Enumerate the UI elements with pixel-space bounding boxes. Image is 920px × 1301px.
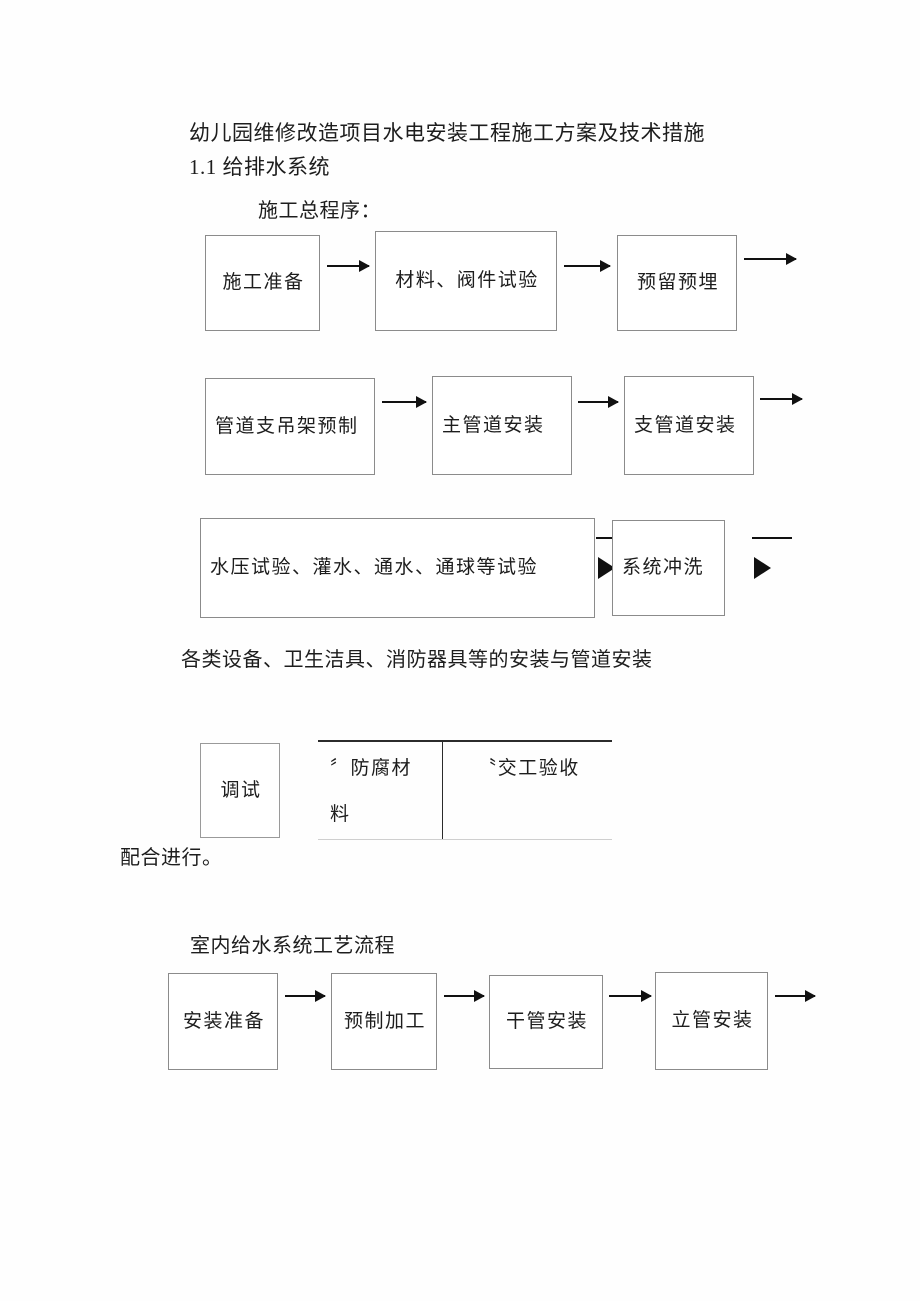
- flow-box-label: 安装准备: [182, 1010, 265, 1032]
- document-title: 幼儿园维修改造项目水电安装工程施工方案及技术措施: [189, 121, 705, 145]
- flow-box-anzhuang-zhunbei[interactable]: 安装准备: [168, 973, 278, 1070]
- flow-box-guandao-zhidiaojia-yuzhi[interactable]: 管道支吊架预制: [205, 378, 375, 475]
- arrow-head: [754, 557, 771, 579]
- annex-table-cell-handover[interactable]: 〝交工验收: [477, 758, 580, 779]
- note-equipment-installation: 各类设备、卫生洁具、消防器具等的安装与管道安装: [181, 649, 653, 671]
- arrow-right-icon: [285, 990, 326, 1002]
- flow-box-zhi-guandao-anzhuang[interactable]: 支管道安装: [624, 376, 754, 475]
- procedure-heading: 施工总程序：: [258, 200, 381, 222]
- flow-box-label: 预留预埋: [636, 272, 719, 293]
- indoor-water-flow-heading: 室内给水系统工艺流程: [190, 935, 395, 957]
- flow-box-label: 预制加工: [343, 1010, 426, 1032]
- flow-box-cailiao-famen-shiyan[interactable]: 材料、阀件试验: [375, 231, 557, 331]
- flow-box-xitong-chongxi[interactable]: 系统冲洗: [612, 520, 725, 616]
- annex-table-cell-anticorrosion[interactable]: 〞防腐材料: [318, 742, 443, 839]
- arrow-right-icon: [327, 260, 370, 272]
- flow-box-label: 调试: [220, 779, 262, 801]
- arrow-right-icon: [744, 253, 797, 265]
- arrow-right-icon: [382, 396, 427, 408]
- flow-box-tiaoshi[interactable]: 调试: [200, 743, 280, 838]
- arrow-right-triangle-icon: [752, 537, 792, 583]
- flow-box-label: 水压试验、灌水、通水、通球等试验: [210, 557, 539, 578]
- arrow-head: [598, 557, 615, 579]
- flow-box-label: 施工准备: [222, 272, 305, 293]
- arrow-right-icon: [444, 990, 485, 1002]
- flow-box-guguan-anzhuang[interactable]: 干管安装: [489, 975, 603, 1069]
- arrow-right-icon: [609, 990, 652, 1002]
- flow-box-yuliu-yumai[interactable]: 预留预埋: [617, 235, 737, 331]
- arrow-right-icon: [775, 990, 816, 1002]
- flow-box-label: 立管安装: [671, 1010, 754, 1031]
- flow-box-shuiya-shiyan[interactable]: 水压试验、灌水、通水、通球等试验: [200, 518, 595, 618]
- note-cooperate: 配合进行。: [120, 847, 223, 869]
- flow-box-liguan-anzhuang[interactable]: 立管安装: [655, 972, 768, 1070]
- flow-box-shigong-zhunbei[interactable]: 施工准备: [205, 235, 320, 331]
- arrow-right-icon: [760, 393, 803, 405]
- flow-box-label: 材料、阀件试验: [395, 270, 539, 291]
- flow-box-label: 管道支吊架预制: [215, 415, 359, 437]
- arrow-right-icon: [564, 260, 611, 272]
- flow-box-yuzhi-jiagong[interactable]: 预制加工: [331, 973, 437, 1070]
- flow-box-label: 主管道安装: [442, 414, 545, 436]
- flow-box-label: 支管道安装: [634, 414, 737, 436]
- annex-table: 〞防腐材料 〝交工验收: [318, 740, 612, 840]
- arrow-line: [752, 537, 792, 539]
- flow-box-label: 干管安装: [505, 1011, 588, 1032]
- flow-box-label: 系统冲洗: [622, 557, 705, 578]
- flow-box-zhu-guandao-anzhuang[interactable]: 主管道安装: [432, 376, 572, 475]
- arrow-right-icon: [578, 396, 619, 408]
- section-heading: 1.1 给排水系统: [189, 155, 330, 179]
